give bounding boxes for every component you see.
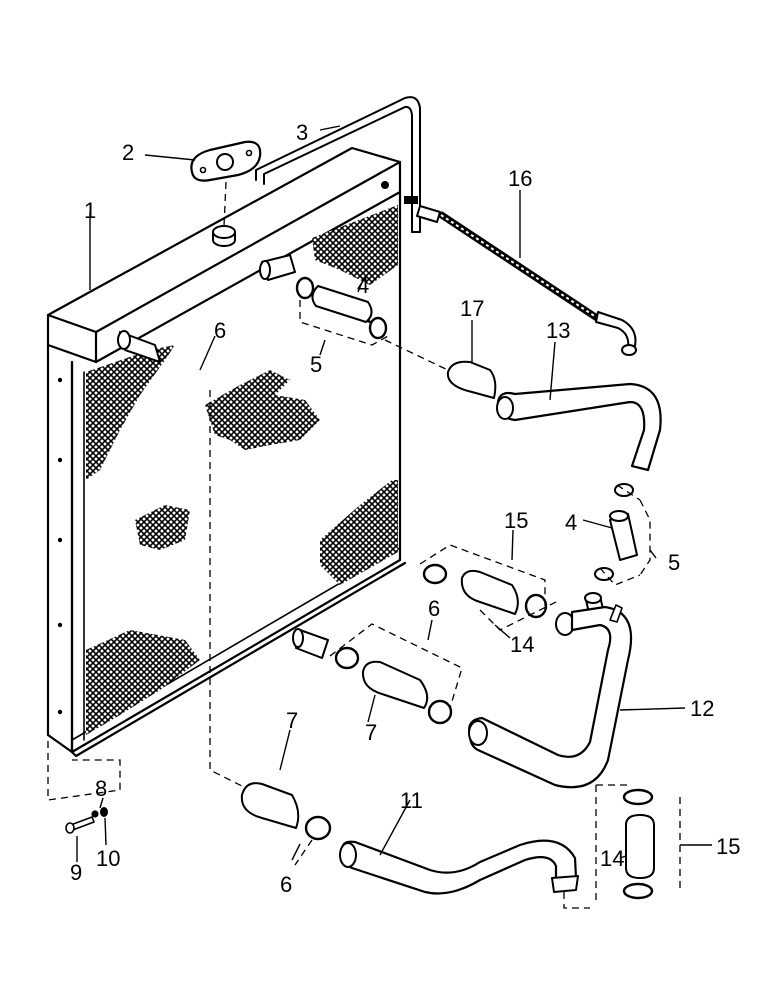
callout-15: 15 [504,508,528,533]
callout-12: 12 [690,696,714,721]
callout-9: 9 [70,860,82,885]
callout-14: 14 [510,632,534,657]
callout-15: 15 [716,834,740,859]
callout-labels: 1 2 3 4 5 6 16 17 13 4 5 15 14 6 7 12 7 … [70,120,740,897]
core-mesh-top [312,205,398,285]
callout-1: 1 [84,198,96,223]
lower-hose-set [329,623,463,725]
filler-flange-gasket [190,140,262,227]
core-mesh-bottom [86,630,200,735]
callout-7: 7 [286,708,298,733]
overflow-pipe [255,96,421,233]
fasteners [47,705,121,834]
callout-6: 6 [280,872,292,897]
hose-17-and-pipe-13 [446,360,662,497]
callout-5: 5 [310,352,322,377]
core-mesh-right [320,480,398,585]
core-mesh-center [205,370,320,450]
callout-3: 3 [296,120,308,145]
pipe-12 [468,592,633,789]
callout-8: 8 [95,776,107,801]
core-mesh-small [135,505,190,550]
callout-4: 4 [565,510,577,535]
callout-17: 17 [460,296,484,321]
braided-hose [404,196,637,356]
bottom-hose-set [209,390,332,866]
callout-16: 16 [508,166,532,191]
callout-6: 6 [214,318,226,343]
callout-2: 2 [122,140,134,165]
callout-6: 6 [428,596,440,621]
upper-hose-set [295,276,453,373]
callout-5: 5 [668,550,680,575]
core-mesh-left [86,345,175,480]
callout-10: 10 [96,846,120,871]
leader-lines [76,125,712,862]
callout-11: 11 [400,788,423,813]
callout-13: 13 [546,318,570,343]
pipe-11 [339,839,590,909]
bottom-right-clamp-set [595,784,681,903]
callout-7: 7 [365,720,377,745]
callout-4: 4 [357,273,369,298]
middle-hose-set [419,544,561,631]
small-hose-set [594,484,651,586]
callout-14: 14 [600,846,624,871]
radiator [46,146,407,758]
